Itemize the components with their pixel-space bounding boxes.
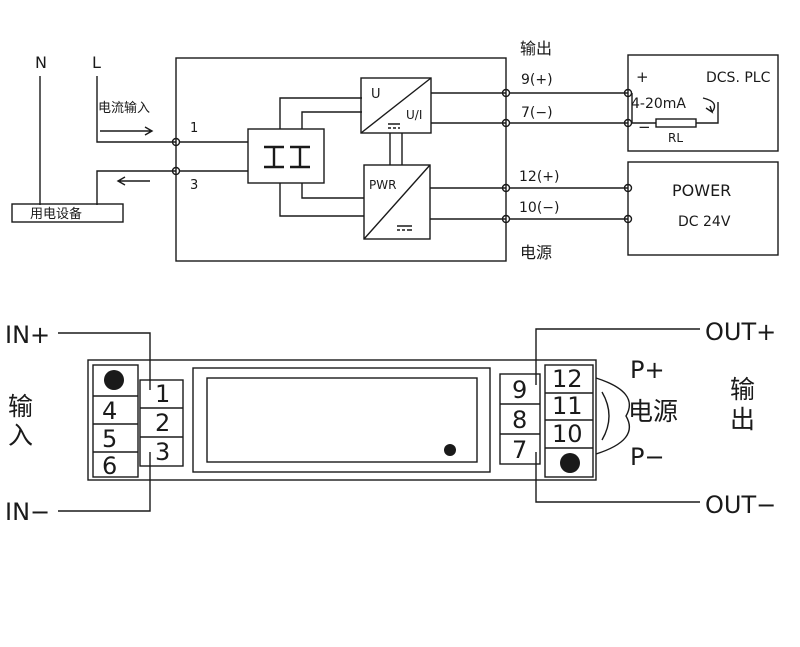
terminal-7: 7 [512, 436, 527, 464]
input-arrow [100, 126, 154, 136]
dcs-label: DCS. PLC [706, 70, 771, 86]
terminal-1-label: 1 [190, 121, 198, 136]
current-input-label: 电流输入 [98, 100, 150, 116]
right-outer-rows [545, 392, 593, 449]
return-wire [96, 170, 176, 205]
out-minus-lead [535, 452, 700, 503]
terminal-1: 1 [155, 380, 170, 408]
power-label-bottom: 电源 [628, 397, 678, 426]
l-wire [96, 76, 176, 143]
p-minus-label: P− [630, 443, 665, 471]
pwr-dc-symbol [397, 225, 412, 231]
out-plus-label: OUT+ [705, 318, 776, 346]
rl-wire [631, 93, 719, 124]
inner-wire-bot [301, 183, 364, 199]
output-title: 输出 [520, 39, 552, 58]
inner-wire-bot2 [279, 183, 364, 217]
t12-label: 12(+) [519, 169, 559, 185]
pwr-block [363, 164, 431, 240]
terminal-12: 12 [552, 365, 583, 393]
terminal-11: 11 [552, 392, 583, 420]
signal-range-label: 4-20mA [631, 96, 686, 112]
l-label: L [92, 53, 101, 72]
terminal-3-dot [171, 166, 181, 176]
p-plus-label: P+ [630, 356, 665, 384]
ui-label: U/I [406, 108, 422, 122]
output-char-1: 输 [730, 375, 755, 404]
input-char-2: 入 [8, 421, 33, 450]
terminal-2: 2 [155, 409, 170, 437]
left-inner-column [139, 379, 184, 467]
ui-pwr-link [389, 133, 403, 165]
terminal-4: 4 [102, 397, 117, 425]
return-arrow [116, 176, 150, 186]
power-plus-dot [623, 183, 633, 193]
n-label: N [35, 53, 47, 72]
signal-loop-arrow [702, 97, 716, 114]
rl-resistor [655, 118, 697, 128]
output-char-2: 出 [730, 405, 755, 434]
t7-label: 7(−) [521, 105, 553, 121]
ui-diagonal [360, 77, 432, 134]
t10-label: 10(−) [519, 200, 559, 216]
terminal-1-dot [171, 137, 181, 147]
enclosure [175, 57, 507, 262]
terminal-5: 5 [102, 425, 117, 453]
terminal-section: IN+ IN− 输 入 4 5 6 1 2 3 9 8 7 1 [5, 318, 776, 526]
equipment-label: 用电设备 [30, 206, 82, 222]
right-screw-icon [560, 453, 580, 473]
right-inner-column [499, 373, 541, 465]
left-outer-column [92, 364, 139, 478]
u-label: U [371, 87, 381, 102]
in-minus-label: IN− [5, 498, 50, 526]
ui-converter [360, 77, 432, 134]
terminal-3: 3 [155, 438, 170, 466]
transformer-icon [264, 145, 310, 169]
inner-wire-top [279, 97, 362, 129]
dc-label: DC 24V [678, 214, 731, 230]
input-char-1: 输 [8, 392, 33, 421]
terminal-3-label: 3 [190, 178, 198, 193]
pwr-label: PWR [369, 178, 396, 192]
terminal-10-dot [501, 214, 511, 224]
ui-dc-symbol [388, 123, 400, 129]
power-label: POWER [672, 181, 731, 200]
power-box [627, 161, 779, 256]
pwr-diagonal [363, 164, 431, 240]
terminal-10: 10 [552, 420, 583, 448]
out-plus-lead [535, 328, 700, 385]
inner-wire-top2 [301, 111, 362, 129]
terminal-9: 9 [512, 376, 527, 404]
out-minus-label: OUT− [705, 491, 776, 519]
terminal-12-dot [501, 183, 511, 193]
right-inner-rows [500, 403, 540, 435]
display-inner [206, 377, 478, 463]
module-body [87, 359, 597, 481]
terminal-8: 8 [512, 406, 527, 434]
indicator-led [444, 444, 456, 456]
dcs-plus-label: + [636, 68, 649, 86]
power-bracket [595, 377, 631, 455]
dcs-box [627, 54, 779, 152]
isolator-box [247, 128, 325, 184]
terminal-6: 6 [102, 452, 117, 480]
left-inner-rows [140, 407, 183, 438]
terminal-7-dot [501, 118, 511, 128]
equipment-box [11, 203, 124, 223]
in-minus-lead [58, 452, 151, 512]
power-title: 电源 [520, 243, 552, 262]
terminal-9-dot [501, 88, 511, 98]
display-outer [192, 367, 491, 473]
dcs-minus-label: − [638, 118, 651, 136]
power-minus-dot [623, 214, 633, 224]
in-plus-lead [58, 332, 151, 390]
left-outer-rows [93, 395, 138, 453]
right-outer-column [544, 364, 594, 478]
left-screw-icon [104, 370, 124, 390]
t9-label: 9(+) [521, 72, 553, 88]
wiring-section: N L 电流输入 用电设备 1 3 [11, 39, 779, 262]
in-plus-label: IN+ [5, 321, 50, 349]
rl-label: RL [668, 131, 683, 145]
